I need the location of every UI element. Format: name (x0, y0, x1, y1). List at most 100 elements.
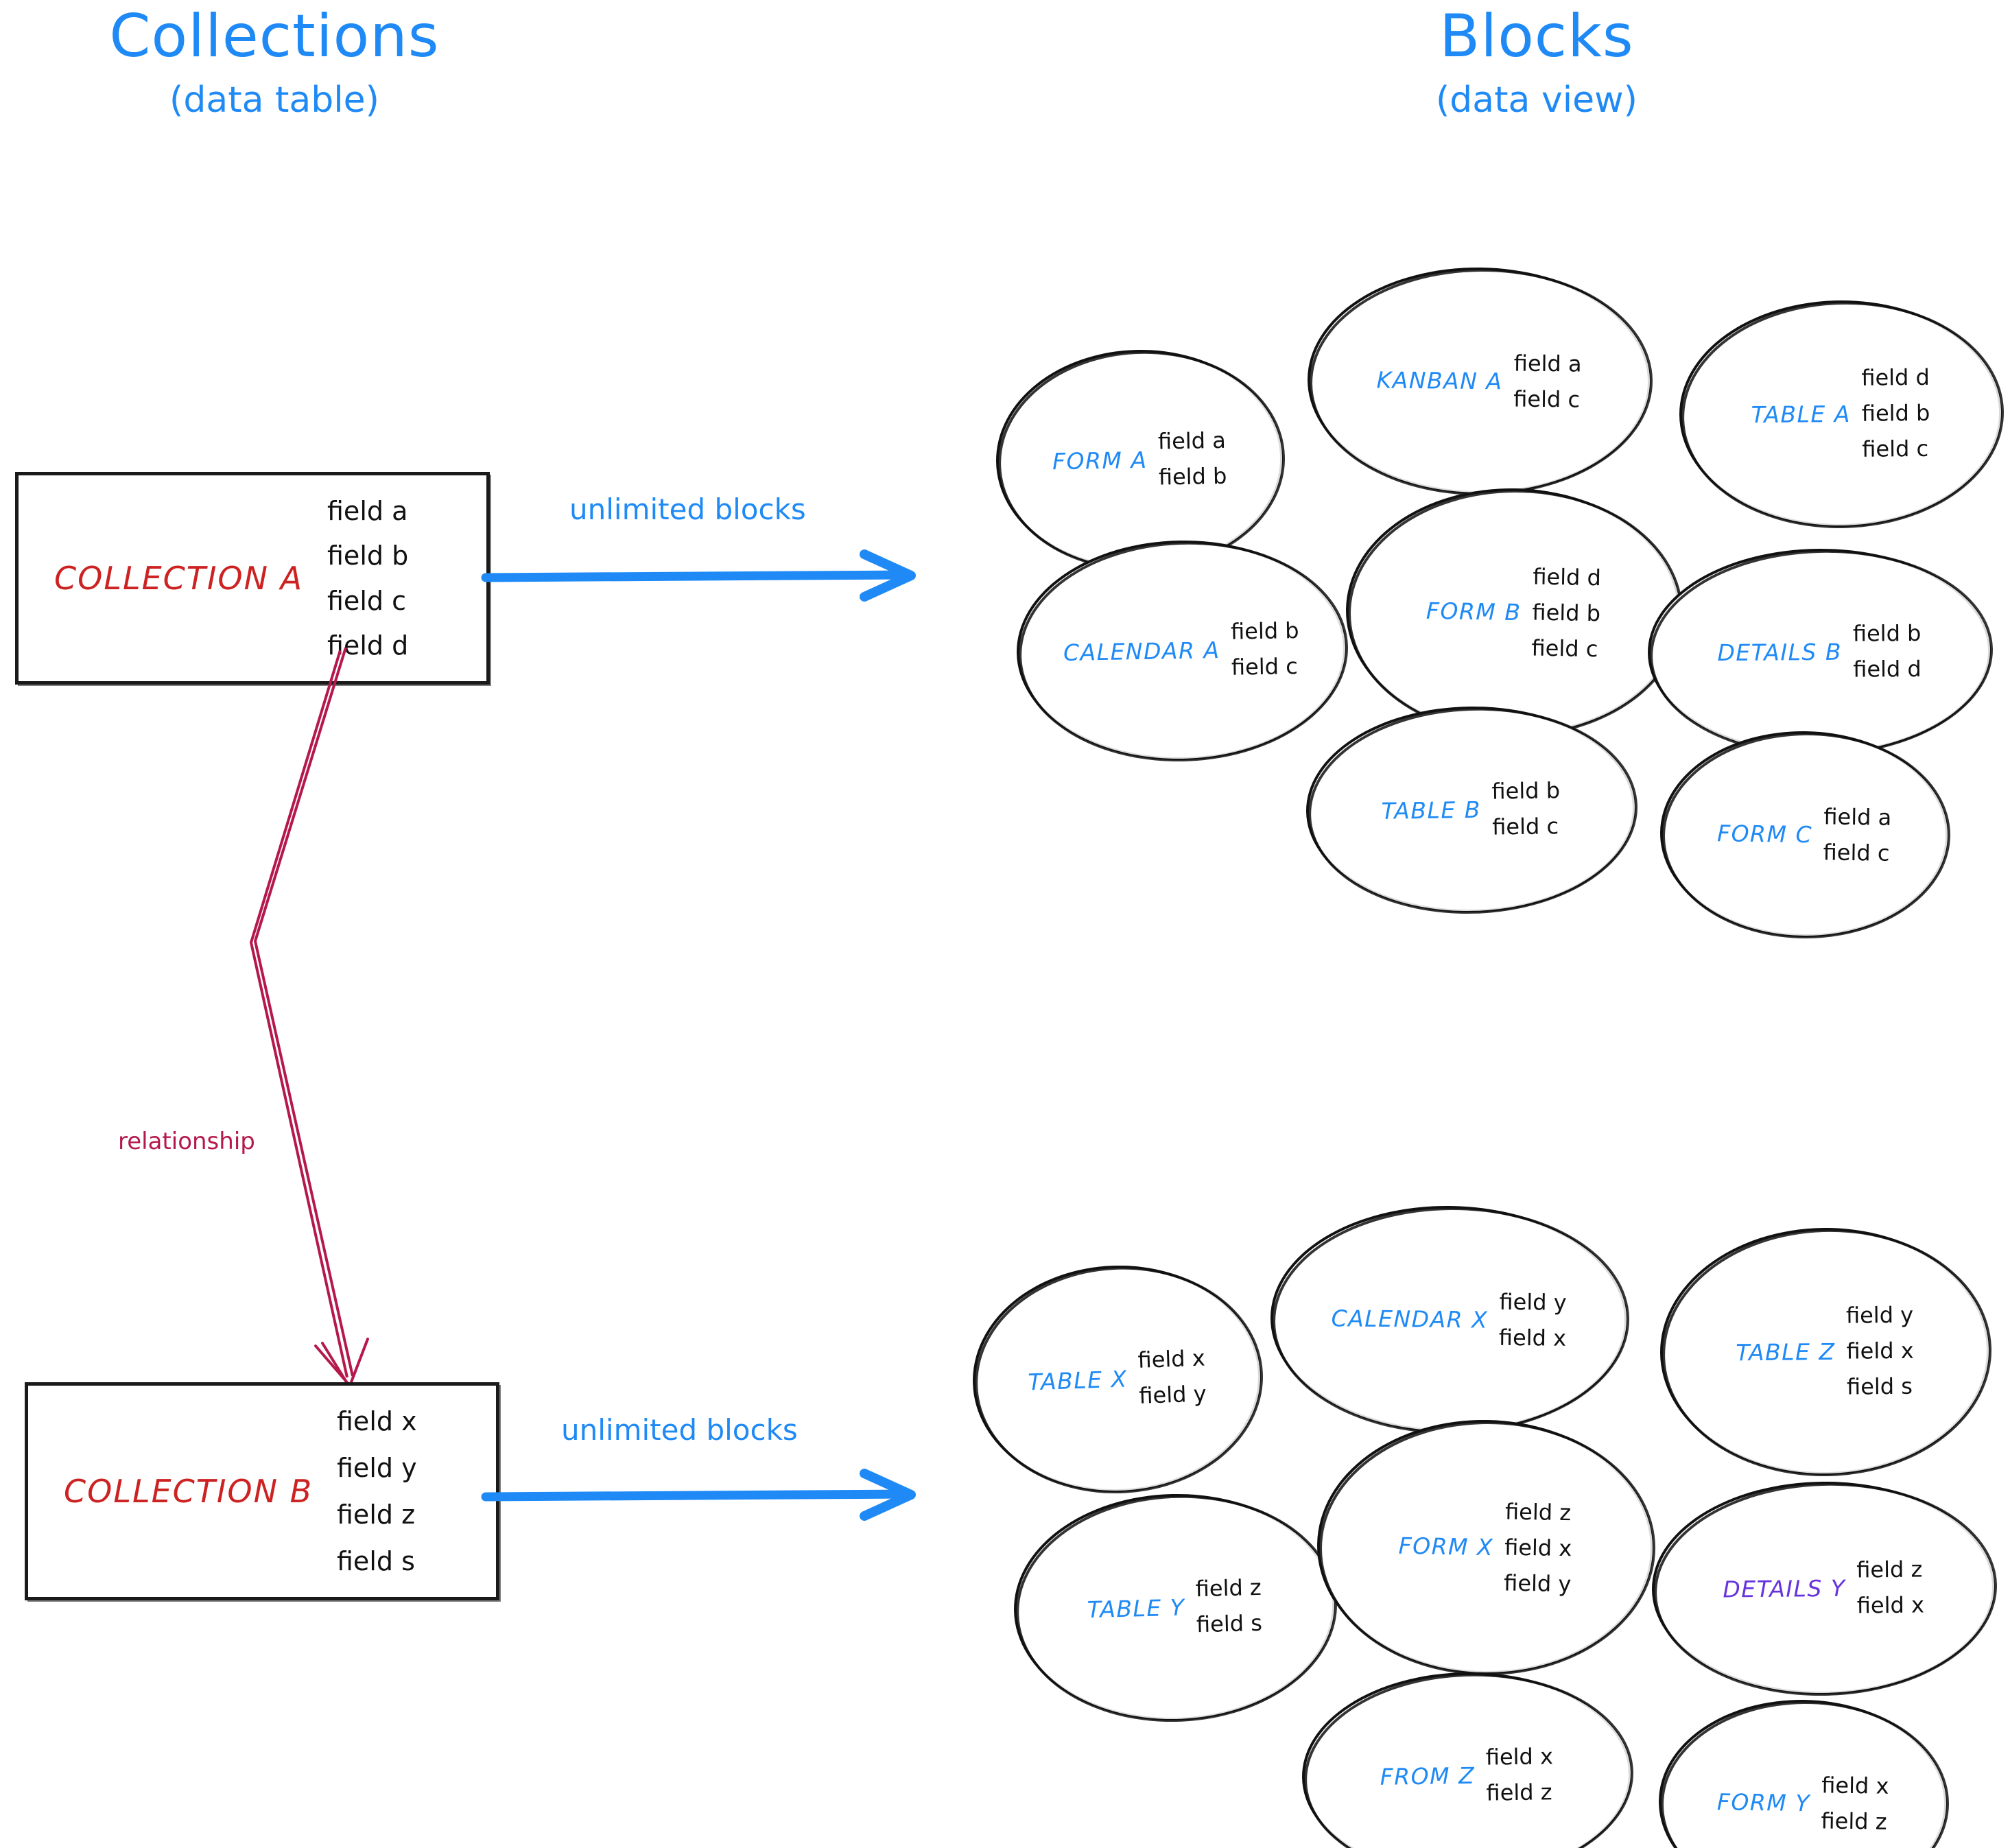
block-calendar-a[interactable]: CALENDAR A field b field c (1015, 535, 1353, 768)
block-label: KANBAN A (1376, 366, 1503, 394)
unlimited-blocks-label-a: unlimited blocks (569, 493, 806, 526)
collection-b-name: COLLECTION B (64, 1473, 314, 1510)
collection-b-field-3: field s (337, 1546, 415, 1576)
block-field-0: field d (1861, 364, 1930, 391)
blocks-heading-subtitle: (data view) (1436, 80, 1637, 121)
block-form-x[interactable]: FORM X field z field x field y (1314, 1417, 1656, 1677)
collection-b-field-list: field x field y field z field s (337, 1406, 481, 1576)
collection-b-field-0: field x (337, 1406, 417, 1436)
block-table-b[interactable]: TABLE B field b field c (1304, 702, 1642, 920)
block-field-list: field b field c (1231, 617, 1300, 680)
block-table-z[interactable]: TABLE Z field y field x field s (1658, 1224, 1996, 1482)
block-field-1: field c (1491, 813, 1559, 840)
block-label: FROM Z (1380, 1762, 1476, 1790)
block-field-1: field z (1486, 1779, 1552, 1806)
block-field-1: field c (1513, 386, 1581, 413)
block-field-0: field x (1485, 1743, 1554, 1770)
block-label: CALENDAR A (1063, 636, 1220, 666)
block-field-list: field z field s (1195, 1574, 1262, 1637)
block-field-list: field d field b field c (1531, 563, 1601, 662)
block-field-1: field z (1821, 1808, 1887, 1835)
block-label: FORM Y (1716, 1788, 1811, 1816)
block-field-0: field y (1845, 1301, 1914, 1329)
blocks-heading-title: Blocks (1439, 2, 1634, 71)
relationship-connector (250, 647, 369, 1391)
block-field-list: field a field c (1513, 351, 1582, 413)
block-field-1: field b (1532, 599, 1601, 627)
collection-a-box[interactable]: COLLECTION A field a field b field c fie… (15, 472, 490, 685)
block-field-list: field x field y (1137, 1345, 1207, 1409)
block-field-0: field x (1137, 1344, 1206, 1373)
collection-a-field-list: field a field b field c field d (327, 496, 471, 661)
block-kanban-a[interactable]: KANBAN A field a field c (1306, 265, 1654, 497)
block-field-list: field z field x field y (1504, 1499, 1573, 1598)
block-label: TABLE Y (1087, 1594, 1185, 1623)
block-field-1: field d (1853, 655, 1922, 683)
unlimited-blocks-arrow-b (481, 1469, 916, 1521)
block-field-1: field c (1231, 653, 1299, 680)
block-field-1: field y (1138, 1380, 1207, 1409)
block-form-b[interactable]: FORM B field d field b field c (1343, 485, 1683, 739)
unlimited-blocks-label-b: unlimited blocks (561, 1413, 798, 1447)
block-field-0: field b (1491, 777, 1561, 805)
block-field-0: field b (1852, 619, 1922, 647)
block-calendar-x[interactable]: CALENDAR X field y field x (1269, 1204, 1631, 1436)
block-field-2: field c (1862, 435, 1929, 462)
collections-heading-subtitle: (data table) (169, 80, 379, 121)
block-field-1: field b (1158, 462, 1227, 490)
block-field-0: field z (1195, 1574, 1262, 1602)
block-table-y[interactable]: TABLE Y field z field s (1010, 1488, 1343, 1729)
block-field-list: field d field b field c (1861, 364, 1930, 462)
block-details-b[interactable]: DETAILS B field b field d (1646, 545, 1996, 761)
block-label: CALENDAR X (1331, 1304, 1489, 1334)
block-field-list: field x field z (1821, 1772, 1889, 1834)
block-from-z[interactable]: FROM Z field x field z (1300, 1668, 1637, 1848)
collection-a-field-2: field c (327, 585, 406, 616)
block-field-list: field b field d (1853, 620, 1922, 683)
blocks-heading: Blocks (data view) (1303, 7, 1770, 118)
block-field-0: field z (1504, 1498, 1572, 1526)
block-field-list: field z field x (1856, 1556, 1924, 1618)
block-field-2: field c (1531, 635, 1598, 663)
block-label: TABLE A (1751, 400, 1851, 428)
block-field-1: field x (1846, 1337, 1914, 1364)
block-field-0: field y (1499, 1288, 1567, 1316)
block-field-2: field s (1846, 1373, 1913, 1400)
block-field-list: field x field z (1486, 1743, 1554, 1805)
block-field-0: field a (1157, 427, 1227, 455)
block-details-y[interactable]: DETAILS Y field z field x (1651, 1478, 2000, 1701)
block-form-c[interactable]: FORM C field a field c (1658, 729, 1952, 940)
block-table-x[interactable]: TABLE X field x field y (969, 1259, 1269, 1502)
block-field-1: field s (1196, 1609, 1263, 1638)
block-field-0: field a (1823, 803, 1892, 831)
block-form-a[interactable]: FORM A field a field b (994, 345, 1290, 576)
block-table-a[interactable]: TABLE A field d field b field c (1678, 297, 2007, 533)
block-label: TABLE B (1381, 796, 1482, 825)
collection-a-field-1: field b (327, 541, 409, 571)
block-label: TABLE X (1027, 1364, 1128, 1396)
collection-b-box[interactable]: COLLECTION B field x field y field z fie… (25, 1382, 499, 1600)
block-label: DETAILS B (1717, 638, 1843, 666)
collection-b-field-1: field y (337, 1453, 417, 1483)
collections-heading: Collections (data table) (41, 7, 508, 118)
block-field-1: field b (1861, 399, 1930, 427)
block-field-0: field b (1230, 617, 1299, 645)
block-field-1: field x (1498, 1324, 1567, 1351)
block-field-0: field a (1513, 350, 1582, 377)
relationship-label: relationship (118, 1128, 255, 1155)
block-field-list: field y field x field s (1846, 1302, 1915, 1400)
block-field-list: field a field c (1823, 803, 1891, 866)
block-field-1: field x (1504, 1534, 1572, 1562)
block-field-0: field x (1821, 1772, 1889, 1799)
block-field-1: field c (1823, 839, 1890, 866)
collection-a-field-0: field a (327, 496, 408, 526)
block-field-2: field y (1503, 1569, 1572, 1598)
block-field-0: field d (1533, 563, 1602, 591)
block-label: FORM C (1716, 819, 1813, 848)
collections-heading-title: Collections (109, 2, 440, 71)
block-field-1: field x (1856, 1591, 1925, 1619)
unlimited-blocks-arrow-a (481, 549, 916, 602)
block-form-y[interactable]: FORM Y field x field z (1657, 1698, 1950, 1848)
block-label: DETAILS Y (1723, 1574, 1846, 1603)
